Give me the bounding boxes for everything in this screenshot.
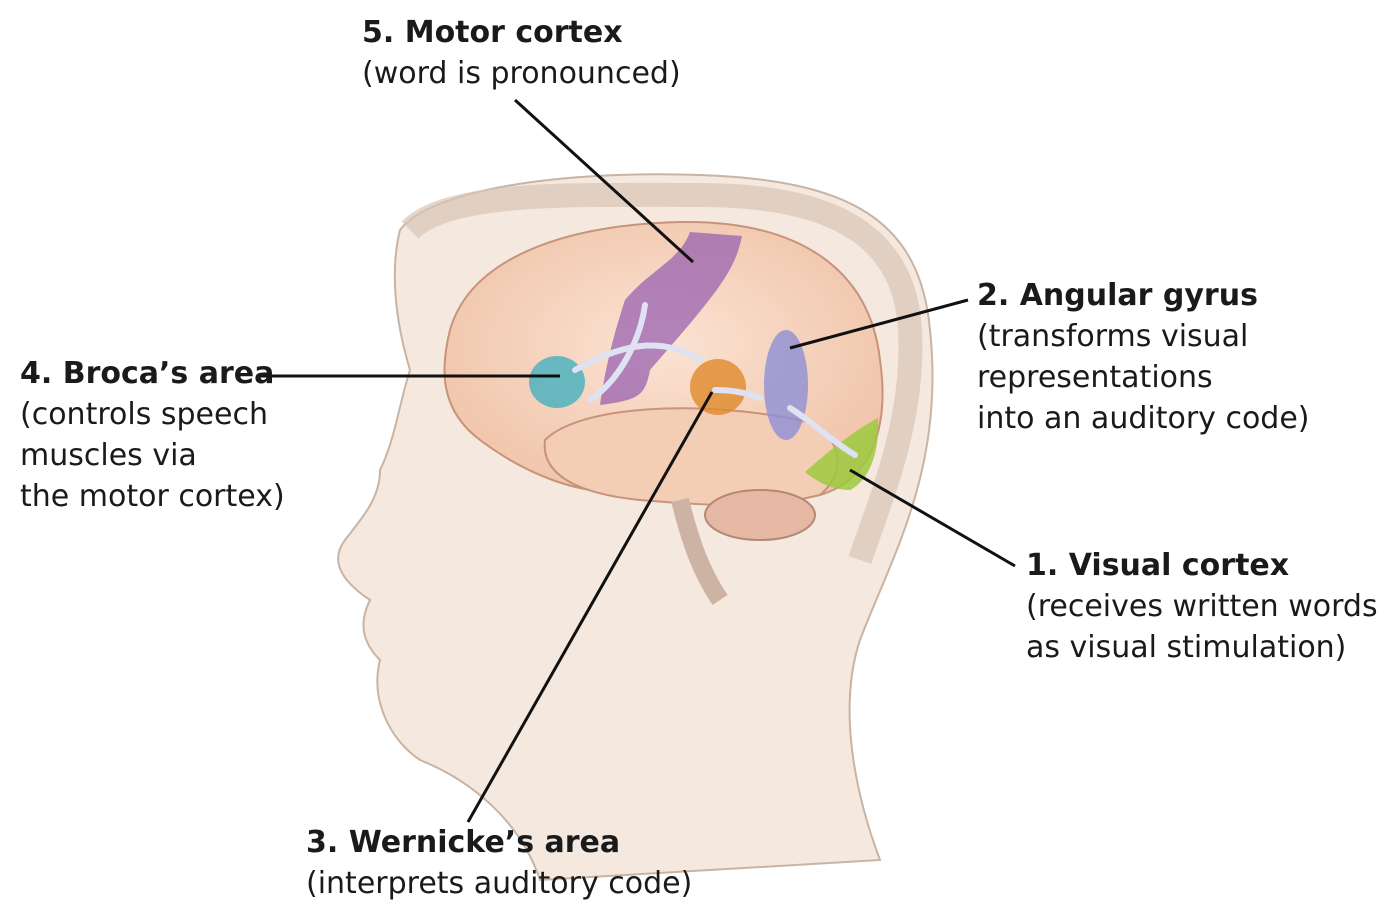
skull-band [401,182,923,564]
leader-lines [258,98,1016,823]
visual-cortex-desc-1: (receives written words [1026,589,1378,624]
label-wernickes-area: 3. Wernicke’s area (interprets auditory … [306,822,692,904]
label-brocas-area: 4. Broca’s area (controls speech muscles… [20,353,285,517]
visual-cortex-title: 1. Visual cortex [1026,548,1290,583]
angular-gyrus-region [764,330,808,440]
visual-cortex-region [805,418,879,490]
angular-gyrus-title: 2. Angular gyrus [977,278,1258,313]
cerebellum [704,489,816,541]
angular-gyrus-desc-1: (transforms visual [977,319,1249,354]
label-visual-cortex: 1. Visual cortex (receives written words… [1026,545,1378,668]
angular-gyrus-desc-2: representations [977,360,1213,395]
wernickes-area-title: 3. Wernicke’s area [306,825,621,860]
brocas-area-desc-2: muscles via [20,438,197,473]
brainstem [671,497,728,605]
brocas-area-region [529,356,585,408]
label-motor-cortex: 5. Motor cortex (word is pronounced) [362,12,681,94]
motor-cortex-region [600,232,742,405]
brocas-area-title: 4. Broca’s area [20,356,275,391]
wernickes-area-region [690,359,746,415]
wernickes-area-desc: (interprets auditory code) [306,866,693,901]
brocas-area-desc-3: the motor cortex) [20,479,285,514]
label-angular-gyrus: 2. Angular gyrus (transforms visual repr… [977,275,1310,439]
brocas-area-desc-1: (controls speech [20,397,268,432]
angular-gyrus-desc-3: into an auditory code) [977,401,1310,436]
motor-cortex-desc: (word is pronounced) [362,56,681,91]
motor-cortex-title: 5. Motor cortex [362,15,623,50]
temporal-lobe [543,407,839,506]
pathway-arrows [572,302,858,458]
visual-cortex-desc-2: as visual stimulation) [1026,630,1347,665]
